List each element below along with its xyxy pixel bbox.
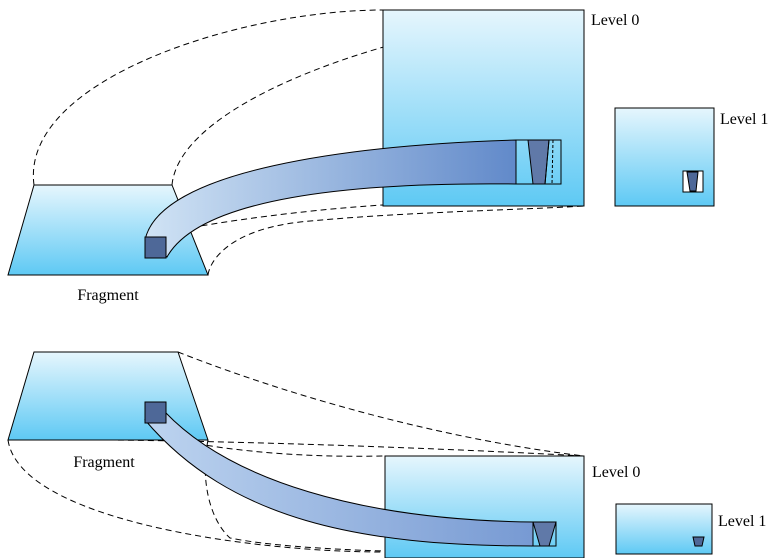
- top-fragment-pixel: [144, 236, 167, 259]
- top-projection-curve-lower-right: [207, 205, 585, 276]
- top-projection-curve-outer: [33, 9, 384, 186]
- bottom-level1-footprint: [692, 536, 705, 547]
- top-level1-footprint: [682, 170, 704, 193]
- bottom-level0-label: Level 0: [592, 464, 640, 481]
- bottom-level1-label: Level 1: [718, 513, 766, 530]
- top-level1-label: Level 1: [720, 111, 768, 128]
- bottom-panel: Fragment Level 0 Level 1: [7, 351, 766, 558]
- top-panel: Fragment Level 0 Level 1: [7, 9, 768, 304]
- bottom-projection-curve-d: [204, 439, 585, 554]
- top-level0-footprint: [515, 139, 562, 185]
- bottom-level0-footprint: [532, 521, 557, 547]
- top-level0-label: Level 0: [591, 12, 639, 29]
- bottom-fragment-pixel: [144, 401, 167, 424]
- top-fragment-label: Fragment: [77, 287, 139, 304]
- bottom-projection-curve-c: [7, 439, 384, 553]
- bottom-projection-curve-b: [177, 351, 585, 457]
- bottom-fragment-label: Fragment: [73, 454, 135, 471]
